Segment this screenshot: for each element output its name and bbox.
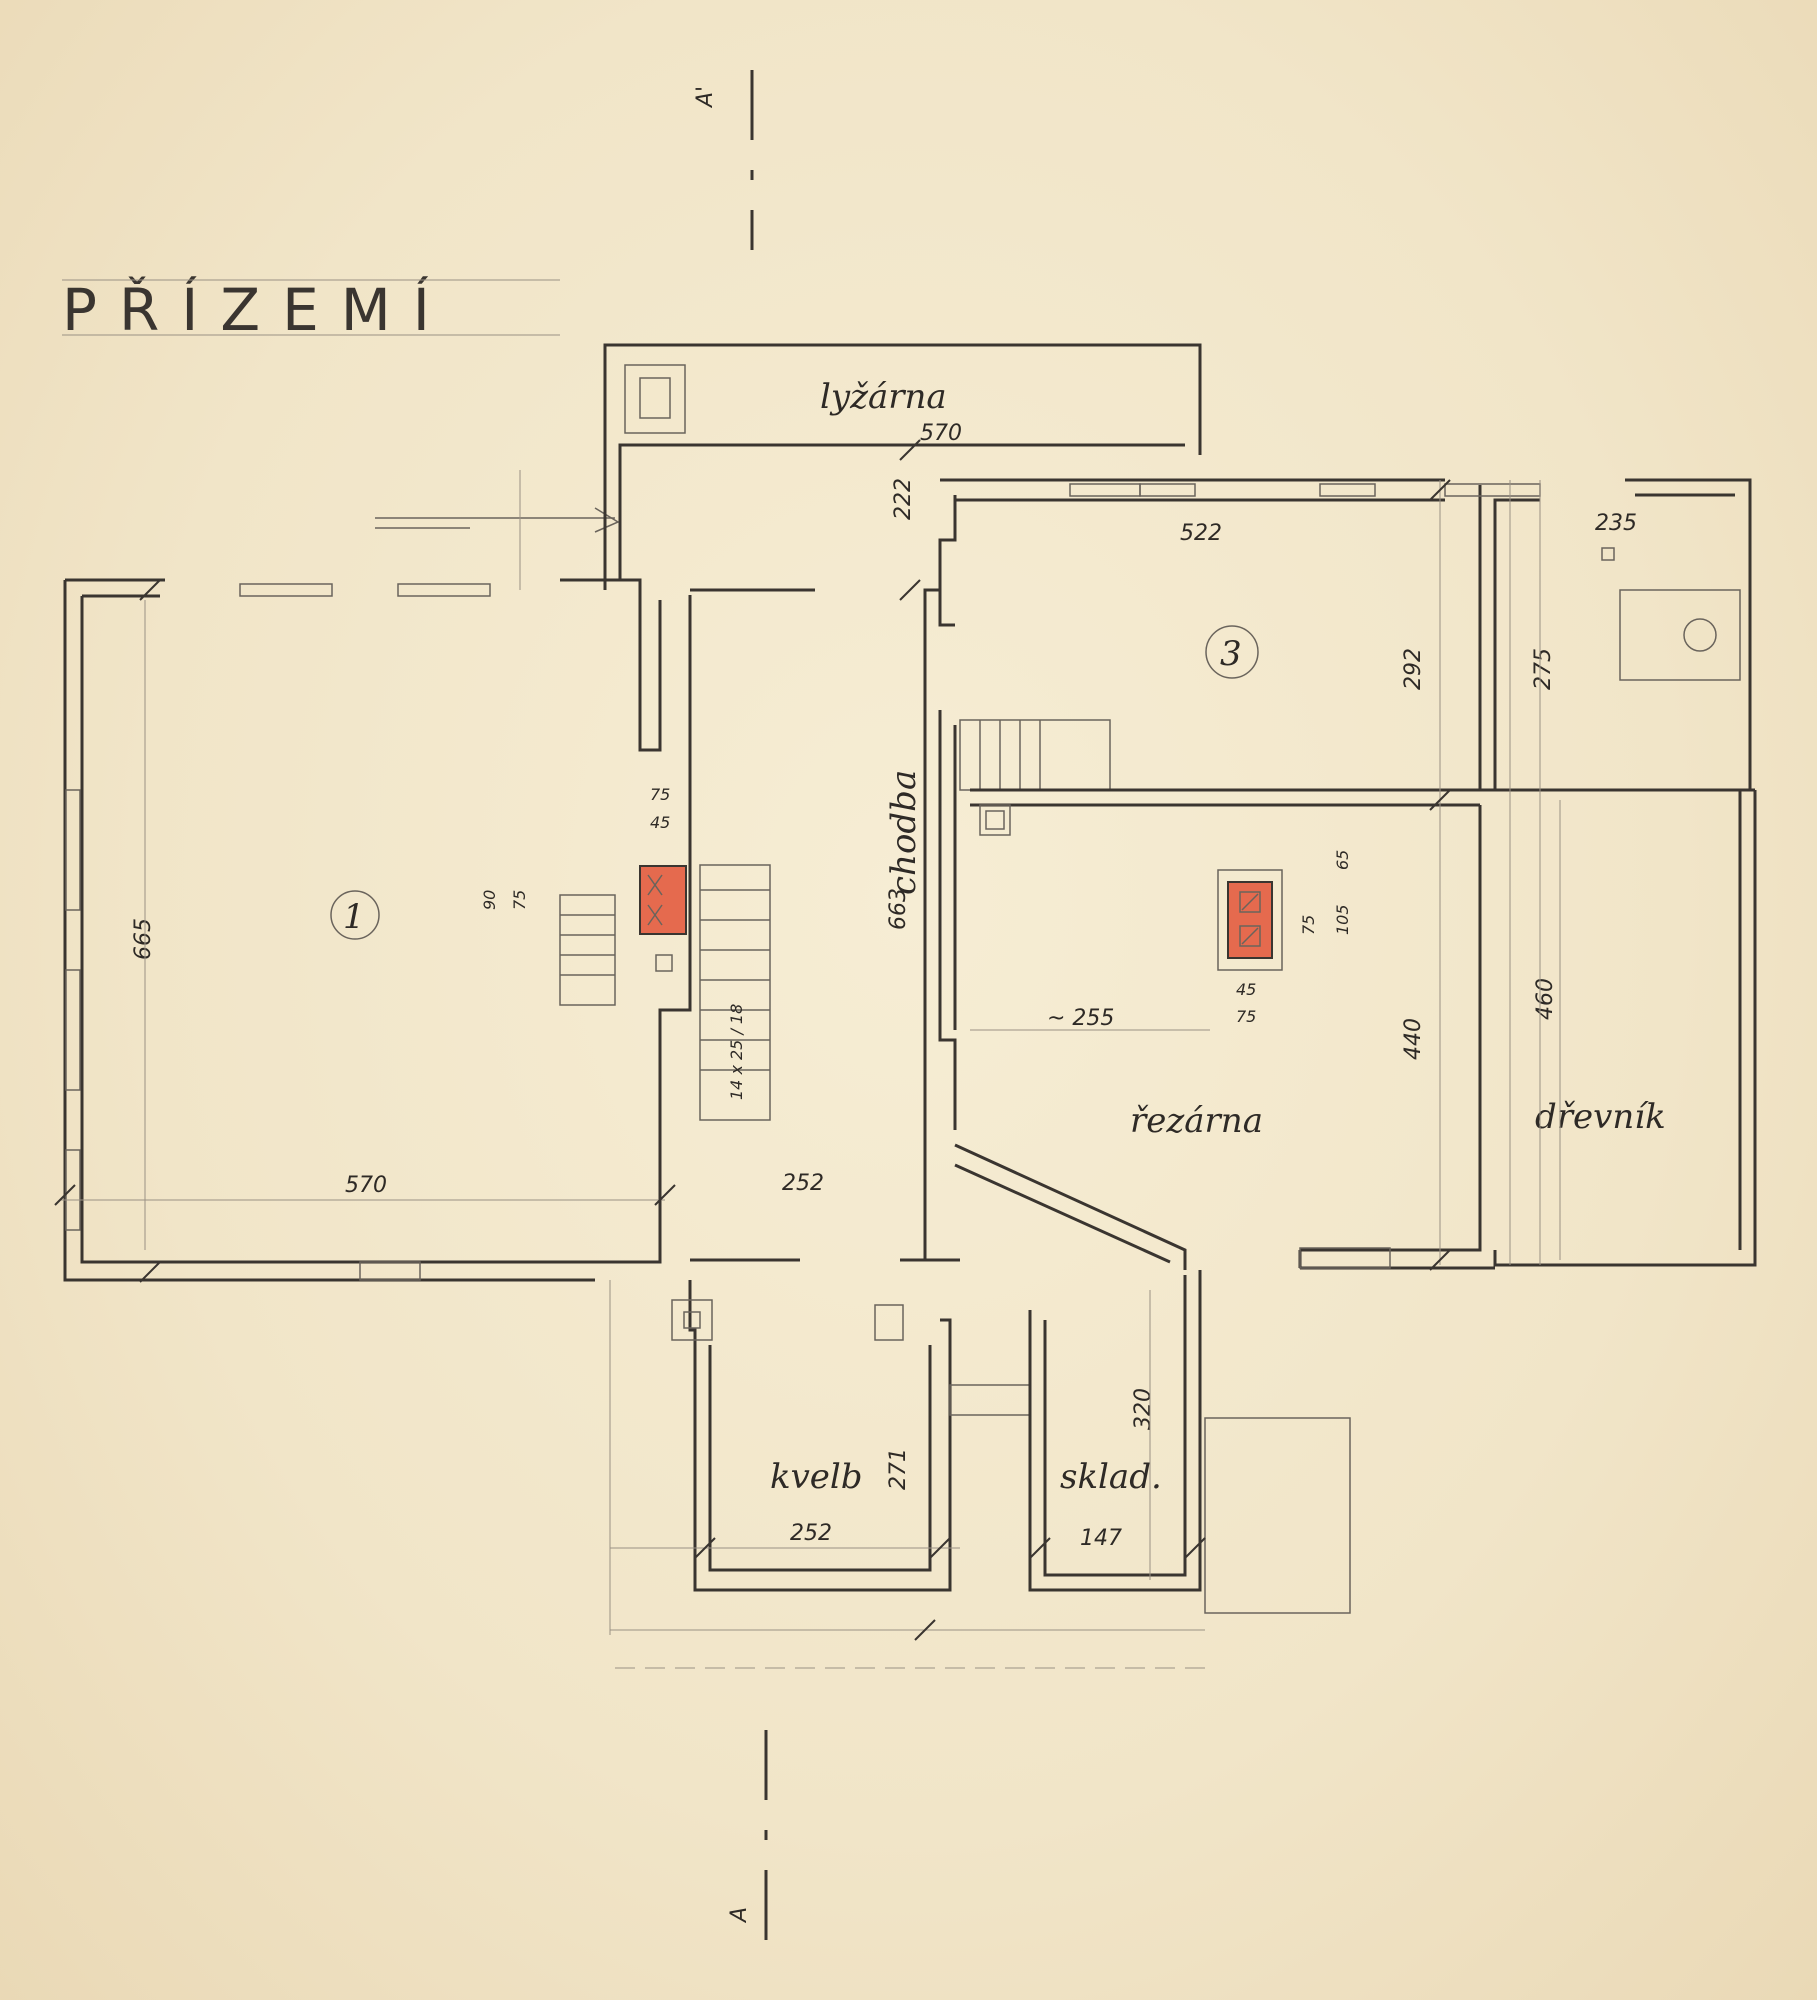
dim-passage-222: 222 — [891, 478, 916, 520]
dim-room1-width: 570 — [345, 1173, 387, 1198]
dim-sklad-320: 320 — [1131, 1388, 1156, 1430]
dim-kvelb-271: 271 — [886, 1448, 911, 1490]
room1-number-circle — [330, 890, 380, 940]
dim-rezarna-255: ~ 255 — [1047, 1006, 1114, 1031]
dim-stove1-90: 90 — [480, 890, 499, 910]
stove-1 — [639, 865, 687, 972]
dim-stove2-75: 75 — [1299, 915, 1318, 935]
dimension-ticks — [54, 439, 1451, 1641]
dim-stove1-45-top: 45 — [650, 813, 670, 832]
outer-dimension-lines — [519, 470, 1541, 1669]
wc-walls — [1601, 478, 1752, 790]
lyzarna-walls — [603, 343, 1202, 590]
room-label-rezarna: řezárna — [1130, 1101, 1263, 1141]
dim-chodba-length: 663 — [886, 888, 911, 930]
dim-stair-note: 14 x 25 / 18 — [727, 1004, 746, 1100]
room3-number: 3 — [1220, 634, 1242, 674]
dim-stove1-75-side: 75 — [510, 890, 529, 910]
dim-room3-height: 292 — [1401, 648, 1426, 690]
dim-room1-height: 665 — [131, 918, 156, 960]
room-label-chodba: chodba — [884, 770, 924, 895]
dim-sklad-147: 147 — [1080, 1526, 1122, 1551]
dim-stove2-105: 105 — [1333, 904, 1352, 935]
dim-wc-width: 235 — [1595, 511, 1637, 536]
stairs-room1 — [559, 894, 616, 1006]
room-label-sklad: sklad. — [1060, 1457, 1162, 1497]
room1-number: 1 — [343, 897, 365, 937]
diagonal-wall — [954, 1143, 1391, 1270]
dim-stove2-75-bottom: 75 — [1236, 1007, 1256, 1026]
plan-title: PŘÍZEMÍ — [62, 275, 452, 344]
stove-2 — [1217, 869, 1283, 971]
rezarna-walls — [938, 710, 1757, 1270]
room-label-drevnik: dřevník — [1535, 1097, 1666, 1137]
section-mark-bottom: A — [727, 1907, 752, 1924]
dim-stove1-75-top: 75 — [650, 785, 670, 804]
chodba-walls — [690, 588, 960, 1262]
room-label-lyzarna: lyžárna — [820, 377, 947, 417]
sklad-walls — [1028, 1270, 1351, 1614]
kvelb-walls — [671, 1280, 1031, 1592]
section-mark-top: A' — [693, 86, 718, 109]
room3-number-circle — [1205, 625, 1259, 679]
entrance-arrow — [375, 507, 620, 533]
dim-lyzarna-width: 570 — [920, 421, 962, 446]
dim-stove2-65: 65 — [1333, 850, 1352, 870]
dim-chodba-width: 252 — [782, 1171, 824, 1196]
dim-rezarna-440: 440 — [1401, 1018, 1426, 1060]
dim-stove2-45: 45 — [1236, 980, 1256, 999]
room1-walls — [63, 578, 692, 1282]
dim-drevnik-460: 460 — [1533, 978, 1558, 1020]
dim-wc-height: 275 — [1531, 648, 1556, 690]
dim-kvelb-252: 252 — [790, 1521, 832, 1546]
dim-room3-width: 522 — [1180, 521, 1222, 546]
room-label-kvelb: kvelb — [770, 1457, 863, 1497]
